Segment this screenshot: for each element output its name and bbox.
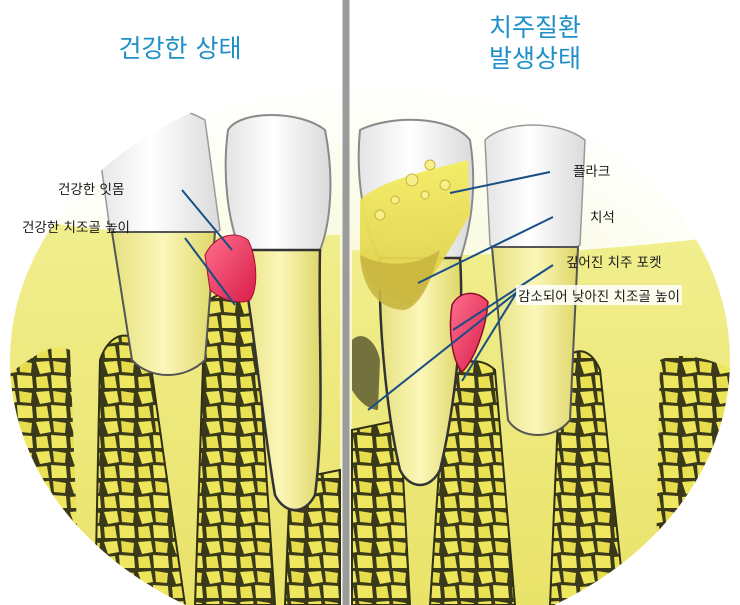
left-tooth-1-root bbox=[110, 231, 217, 376]
pointer-lines bbox=[181, 171, 554, 411]
left-tooth-2-root bbox=[238, 248, 322, 512]
pointer-healthy-bone bbox=[184, 237, 236, 306]
pointer-tartar bbox=[417, 216, 554, 284]
label-healthy-gum: 건강한 잇몸 bbox=[58, 182, 125, 198]
left-panel-title: 건강한 상태 bbox=[118, 34, 242, 63]
pointer-reduced-bone-1 bbox=[367, 291, 518, 411]
bone-right-1 bbox=[351, 418, 412, 605]
label-deep-pocket: 깊어진 치주 포켓 bbox=[566, 255, 662, 271]
label-plaque: 플라크 bbox=[573, 164, 611, 180]
right-panel-title-line2: 발생상태 bbox=[488, 44, 581, 73]
right-tooth-2-crown bbox=[484, 124, 586, 257]
bone-left-edge bbox=[10, 347, 80, 605]
pointer-healthy-gum bbox=[181, 189, 233, 251]
label-reduced-bone-height: 감소되어 낮아진 치조골 높이 bbox=[516, 285, 682, 305]
label-tartar: 치석 bbox=[590, 210, 615, 226]
pointer-reduced-bone-2 bbox=[461, 291, 518, 382]
healthy-gum-pink bbox=[204, 234, 257, 303]
right-panel-title: 치주질환 발생상태 bbox=[455, 12, 615, 74]
tartar-deposit bbox=[360, 250, 440, 310]
illustration-body bbox=[10, 80, 730, 605]
pointer-deep-pocket bbox=[452, 264, 554, 331]
left-tooth-2-crown bbox=[224, 114, 332, 251]
pocket-gap bbox=[352, 336, 380, 410]
right-panel-title-line1: 치주질환 bbox=[488, 13, 581, 42]
label-healthy-bone-height: 건강한 치조골 높이 bbox=[22, 220, 130, 236]
plaque-bubbles bbox=[374, 159, 451, 221]
bone-right-edge bbox=[655, 355, 730, 605]
pointer-plaque bbox=[449, 171, 551, 194]
